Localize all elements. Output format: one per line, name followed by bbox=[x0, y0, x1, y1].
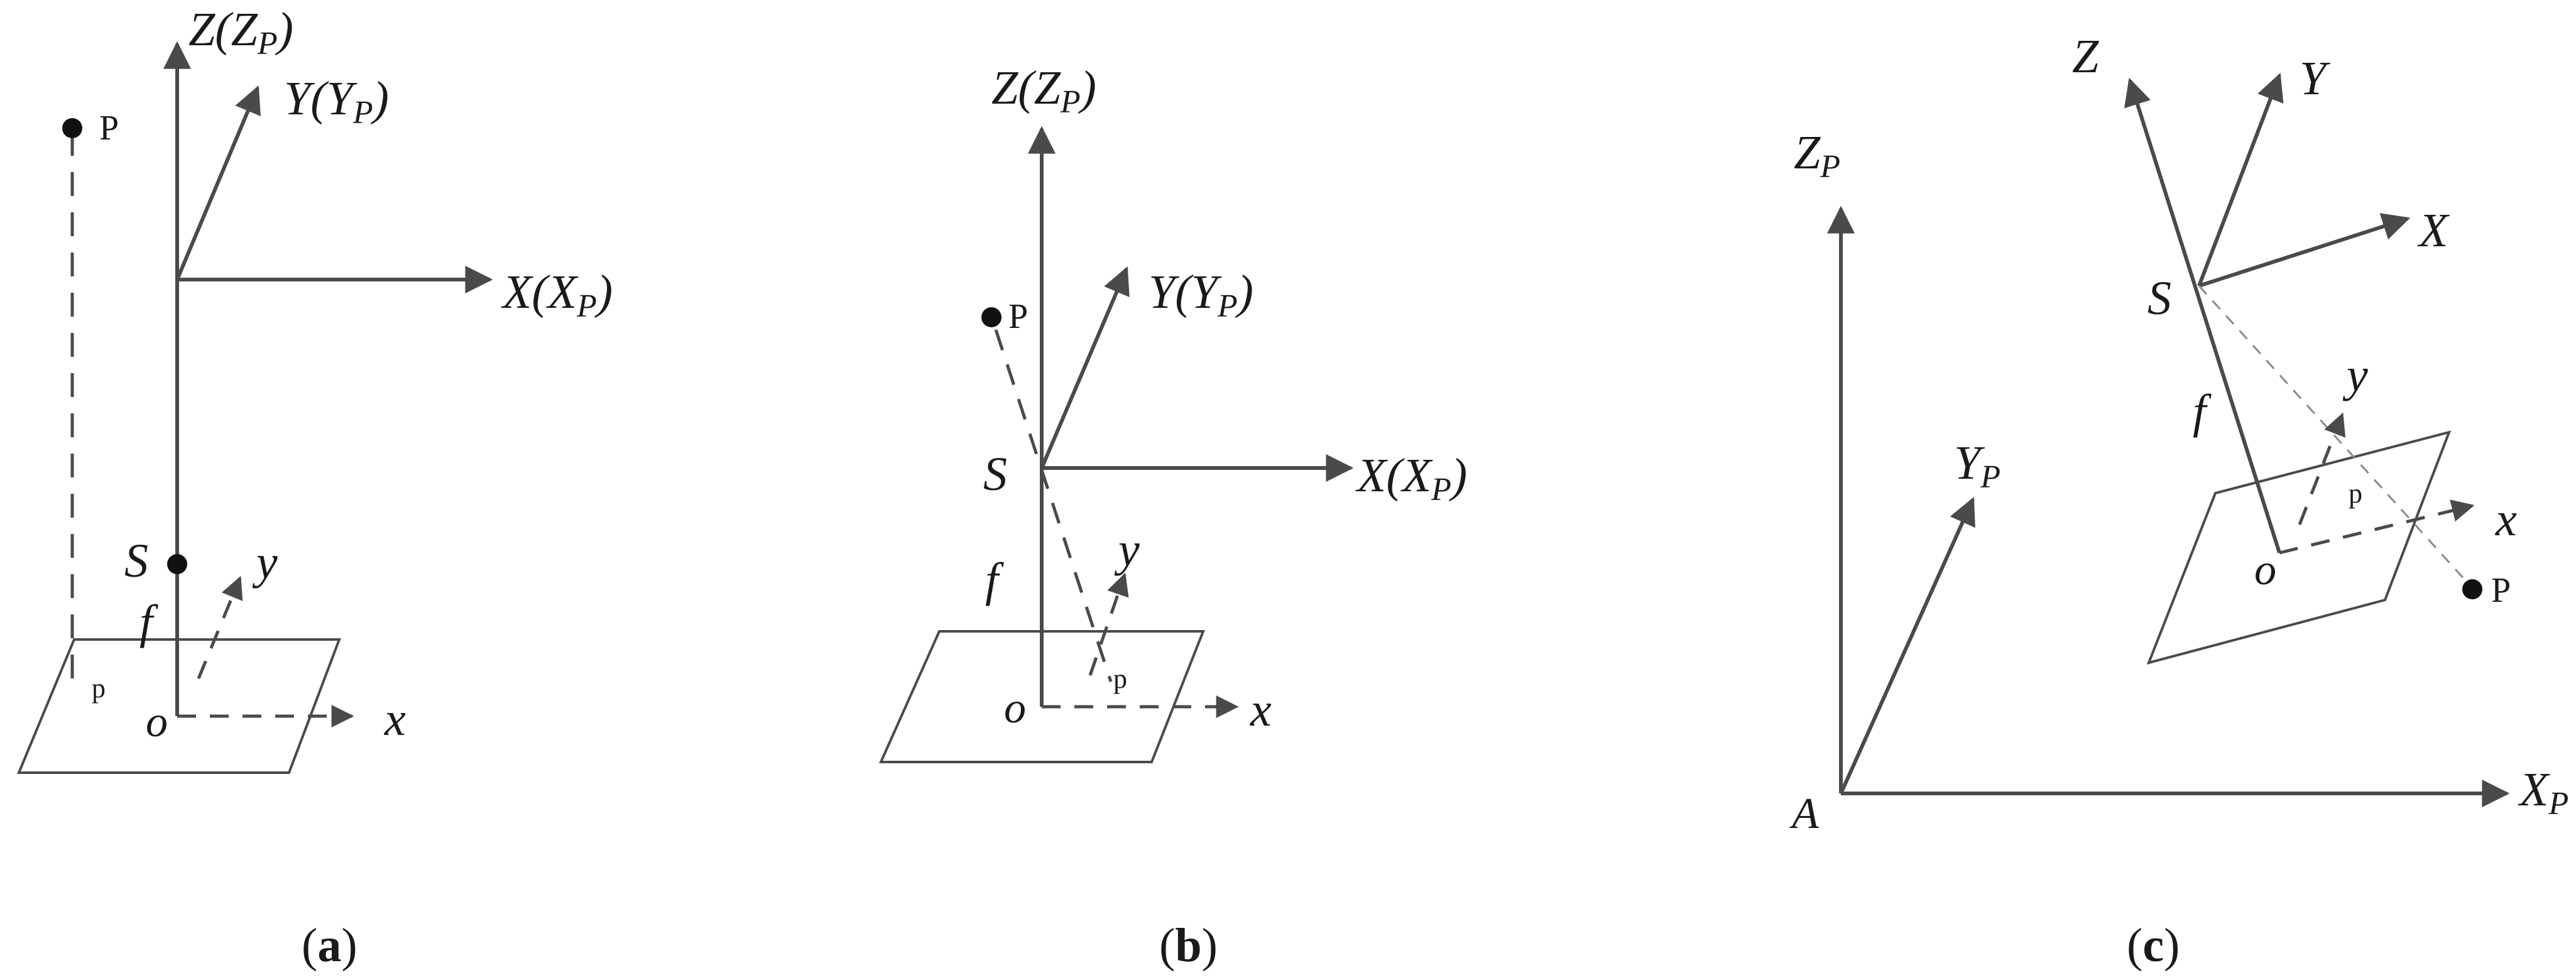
panel-a: Z(ZP) Y(YP) X(XP) P S f y x o p (a) bbox=[17, 3, 613, 972]
image-plane-a bbox=[17, 638, 341, 774]
projection-line-c bbox=[2198, 285, 2467, 582]
point-label-c: P bbox=[2491, 571, 2511, 610]
img-y-label-b: y bbox=[1114, 523, 1140, 576]
caption-a: (a) bbox=[302, 919, 357, 972]
caption-b: (b) bbox=[1159, 919, 1218, 972]
yp-axis-c bbox=[1839, 496, 1975, 795]
x-label-a: X(XP) bbox=[501, 266, 613, 324]
panel-c: Z Y X ZP YP XP A P S f y x o p (c) bbox=[1789, 30, 2568, 972]
panel-b: Z(ZP) Y(YP) X(XP) P S f y x o p (b) bbox=[878, 62, 1467, 972]
z-label-c: Z bbox=[2072, 30, 2099, 83]
img-point-label-c: p bbox=[2349, 478, 2362, 509]
img-point-label-b: p bbox=[1113, 663, 1127, 694]
caption-c: (c) bbox=[2127, 919, 2180, 972]
projection-center-a bbox=[167, 554, 187, 574]
y-label-c: Y bbox=[2300, 52, 2331, 105]
img-y-axis-a bbox=[197, 575, 243, 679]
img-y-axis-c bbox=[2298, 412, 2346, 525]
object-point-a bbox=[62, 118, 82, 138]
image-plane-c bbox=[2146, 430, 2452, 665]
y-axis-b bbox=[1040, 266, 1130, 469]
zp-label-c: ZP bbox=[1794, 126, 1840, 185]
object-point-c bbox=[2462, 579, 2482, 599]
img-origin-label-b: o bbox=[1004, 684, 1026, 732]
xp-label-c: XP bbox=[2518, 763, 2568, 822]
center-label-c: S bbox=[2148, 272, 2171, 325]
z-label-a: Z(ZP) bbox=[188, 3, 293, 62]
y-label-b: Y(YP) bbox=[1149, 266, 1253, 324]
point-label-a: P bbox=[99, 109, 119, 148]
z-axis-c bbox=[2124, 77, 2281, 553]
img-x-label-a: x bbox=[384, 693, 406, 746]
y-label-a: Y(YP) bbox=[284, 72, 389, 131]
img-origin-label-a: o bbox=[146, 698, 168, 746]
img-y-axis-b bbox=[1088, 572, 1129, 676]
img-point-label-a: p bbox=[92, 673, 106, 704]
yp-label-c: YP bbox=[1954, 437, 2000, 495]
focal-label-c: f bbox=[2193, 385, 2212, 438]
img-x-label-b: x bbox=[1250, 683, 1272, 736]
object-point-b bbox=[981, 307, 1001, 327]
img-y-label-c: y bbox=[2342, 349, 2368, 401]
img-origin-label-c: o bbox=[2254, 546, 2276, 594]
center-label-a: S bbox=[124, 535, 148, 587]
y-axis-a bbox=[175, 85, 261, 281]
center-label-b: S bbox=[983, 448, 1007, 501]
image-plane-b bbox=[878, 630, 1205, 763]
img-x-axis-c bbox=[2279, 499, 2475, 555]
x-label-c: X bbox=[2417, 204, 2450, 257]
img-x-label-c: x bbox=[2495, 493, 2517, 546]
projection-line-b bbox=[994, 329, 1113, 682]
x-label-b: X(XP) bbox=[1355, 449, 1467, 508]
z-label-b: Z(ZP) bbox=[991, 62, 1096, 120]
img-y-label-a: y bbox=[252, 536, 278, 589]
y-axis-c bbox=[2197, 72, 2284, 287]
x-axis-c bbox=[2198, 213, 2411, 288]
origin-label-c: A bbox=[1789, 790, 1819, 838]
point-label-b: P bbox=[1008, 297, 1028, 336]
focal-label-b: f bbox=[985, 553, 1004, 606]
